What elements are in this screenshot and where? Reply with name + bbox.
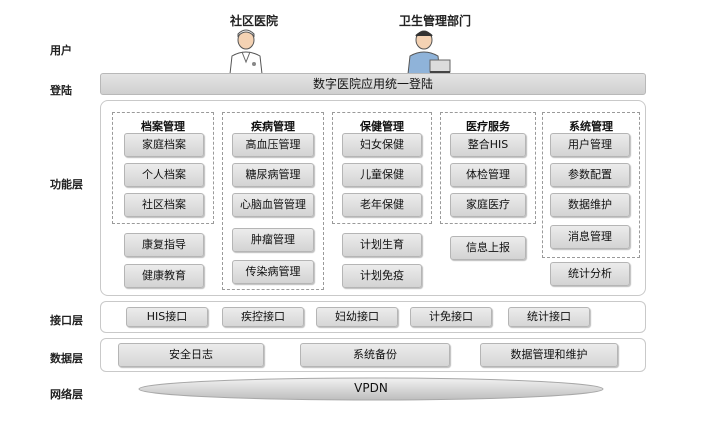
health-extra-item[interactable]: 计划生育: [342, 233, 422, 257]
layer-label-network: 网络层: [50, 388, 83, 401]
health-item[interactable]: 妇女保健: [342, 133, 422, 157]
layer-label-function: 功能层: [50, 178, 83, 191]
doctor-figure-icon: [229, 29, 263, 74]
system-item[interactable]: 消息管理: [550, 225, 630, 249]
role-health-department: 卫生管理部门: [398, 14, 471, 28]
archive-item[interactable]: 个人档案: [124, 163, 204, 187]
group-medical: 医疗服务: [440, 112, 536, 224]
interface-item[interactable]: 统计接口: [508, 307, 590, 327]
system-extra-item[interactable]: 统计分析: [550, 262, 630, 286]
layer-label-data: 数据层: [50, 352, 83, 365]
data-item[interactable]: 数据管理和维护: [480, 343, 618, 367]
interface-item[interactable]: 计免接口: [410, 307, 492, 327]
system-item[interactable]: 参数配置: [550, 163, 630, 187]
network-cloud-icon: [138, 377, 604, 401]
group-archive-title: 档案管理: [141, 120, 185, 133]
health-item[interactable]: 儿童保健: [342, 163, 422, 187]
group-system: 系统管理: [542, 112, 640, 258]
group-system-title: 系统管理: [569, 120, 613, 133]
archive-extra-item[interactable]: 健康教育: [124, 264, 204, 288]
system-item[interactable]: 数据维护: [550, 193, 630, 217]
layer-label-login: 登陆: [50, 84, 72, 97]
archive-extra-item[interactable]: 康复指导: [124, 233, 204, 257]
group-health-title: 保健管理: [360, 120, 404, 133]
data-item[interactable]: 系统备份: [300, 343, 450, 367]
disease-item[interactable]: 传染病管理: [232, 260, 314, 284]
layer-label-interface: 接口层: [50, 314, 83, 327]
archive-item[interactable]: 社区档案: [124, 193, 204, 217]
interface-item[interactable]: 妇幼接口: [316, 307, 398, 327]
login-bar: 数字医院应用统一登陆: [100, 73, 646, 95]
archive-item[interactable]: 家庭档案: [124, 133, 204, 157]
disease-item[interactable]: 肿瘤管理: [232, 228, 314, 252]
group-archive: 档案管理: [112, 112, 214, 224]
medical-item[interactable]: 体检管理: [450, 163, 526, 187]
group-health: 保健管理: [332, 112, 432, 224]
medical-item[interactable]: 整合HIS: [450, 133, 526, 157]
medical-item[interactable]: 家庭医疗: [450, 193, 526, 217]
medical-extra-item[interactable]: 信息上报: [450, 236, 526, 260]
network-label: VPDN: [354, 381, 388, 395]
interface-item[interactable]: 疾控接口: [222, 307, 304, 327]
health-item[interactable]: 老年保健: [342, 193, 422, 217]
group-disease-title: 疾病管理: [251, 120, 295, 133]
disease-item[interactable]: 糖尿病管理: [232, 163, 314, 187]
official-figure-icon: [407, 30, 451, 74]
group-disease: 疾病管理: [222, 112, 324, 290]
role-community-hospital: 社区医院: [229, 14, 278, 28]
data-item[interactable]: 安全日志: [118, 343, 264, 367]
health-extra-item[interactable]: 计划免疫: [342, 264, 422, 288]
layer-label-user: 用户: [50, 44, 72, 57]
system-item[interactable]: 用户管理: [550, 133, 630, 157]
disease-item[interactable]: 心脑血管管理: [232, 193, 314, 217]
interface-item[interactable]: HIS接口: [126, 307, 208, 327]
group-medical-title: 医疗服务: [466, 120, 510, 133]
disease-item[interactable]: 高血压管理: [232, 133, 314, 157]
